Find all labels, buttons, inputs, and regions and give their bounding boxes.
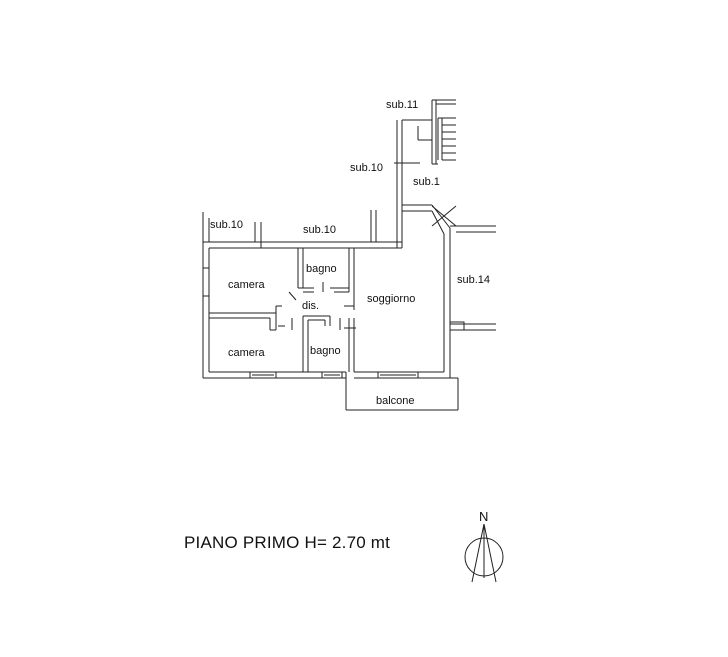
label-sub1: sub.1	[413, 176, 440, 188]
label-sub11: sub.11	[386, 99, 418, 111]
label-sub14: sub.14	[457, 274, 490, 286]
room-soggiorno: soggiorno	[367, 293, 415, 305]
north-label: N	[479, 509, 488, 524]
exterior-walls	[202, 119, 496, 379]
room-camera-bottom: camera	[228, 347, 266, 359]
balcony	[345, 371, 459, 411]
plan-title: PIANO PRIMO H= 2.70 mt	[184, 533, 391, 552]
label-sub10-mid: sub.10	[303, 224, 336, 236]
interior-walls	[209, 248, 356, 372]
neighbor-walls	[202, 210, 377, 242]
room-dis: dis.	[302, 300, 319, 312]
staircase	[394, 99, 456, 165]
windows	[203, 239, 419, 378]
room-bagno-bottom: bagno	[310, 345, 341, 357]
label-sub10-left: sub.10	[210, 219, 243, 231]
room-bagno-top: bagno	[306, 263, 337, 275]
room-camera-top: camera	[228, 279, 266, 291]
room-balcone: balcone	[376, 395, 415, 407]
north-arrow-icon	[464, 523, 504, 583]
label-sub10-stair: sub.10	[350, 162, 383, 174]
